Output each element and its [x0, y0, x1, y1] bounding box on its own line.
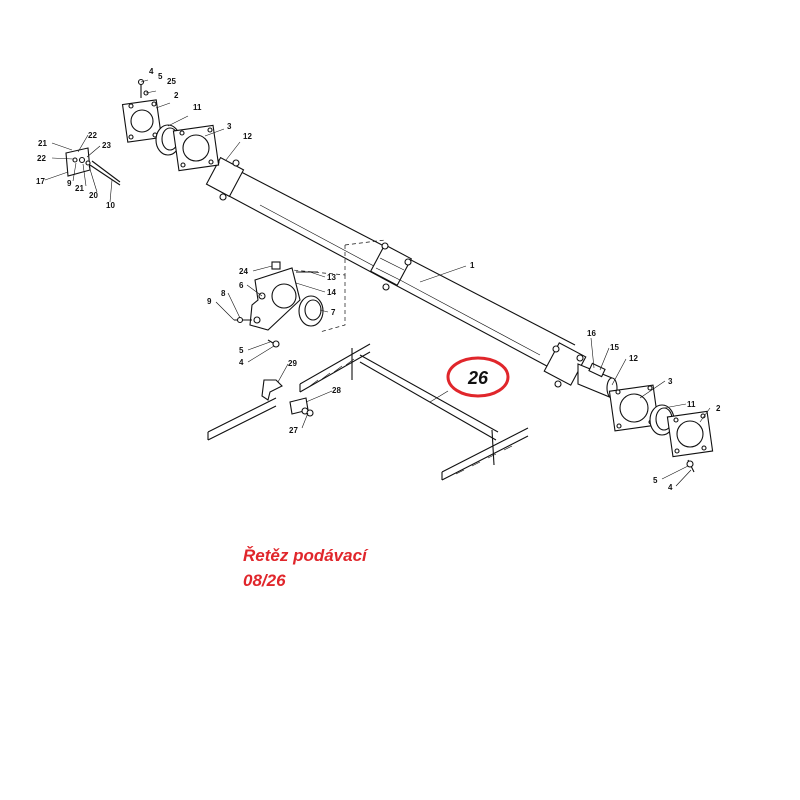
label-24: 24: [239, 267, 248, 276]
label-11: 11: [687, 400, 696, 409]
label-22: 22: [88, 131, 97, 140]
label-21: 21: [75, 184, 84, 193]
callout-number: 26: [467, 368, 489, 388]
label-16: 16: [587, 329, 596, 338]
label-7: 7: [331, 308, 336, 317]
tensioner-group: [65, 147, 121, 186]
label-10: 10: [106, 201, 115, 210]
label-20: 20: [89, 191, 98, 200]
right-bearing-group: [608, 384, 714, 473]
label-6: 6: [239, 281, 244, 290]
label-9: 9: [67, 179, 72, 188]
label-4: 4: [239, 358, 244, 367]
label-14: 14: [327, 288, 336, 297]
label-2: 2: [174, 91, 179, 100]
label-25: 25: [167, 77, 176, 86]
label-22: 22: [37, 154, 46, 163]
part-reference: 08/26: [243, 571, 286, 590]
label-29: 29: [288, 359, 297, 368]
label-27: 27: [289, 426, 298, 435]
main-shaft: [205, 156, 618, 399]
label-8: 8: [221, 289, 226, 298]
part-labels: 4 5 25 2 11 3 12 21 22 23 22 17 9 21 20 …: [36, 67, 721, 492]
left-bearing-group: [121, 78, 220, 172]
label-21: 21: [38, 139, 47, 148]
feeder-chain: [207, 343, 529, 481]
label-4: 4: [149, 67, 154, 76]
label-17: 17: [36, 177, 45, 186]
label-12: 12: [629, 354, 638, 363]
part-description: Řetěz podávací: [243, 546, 367, 565]
label-11: 11: [193, 103, 202, 112]
label-9: 9: [207, 297, 212, 306]
label-5: 5: [239, 346, 244, 355]
label-5: 5: [158, 72, 163, 81]
leader-lines: [44, 79, 711, 487]
label-13: 13: [327, 273, 336, 282]
label-2: 2: [716, 404, 721, 413]
label-3: 3: [668, 377, 673, 386]
label-23: 23: [102, 141, 111, 150]
label-4: 4: [668, 483, 673, 492]
label-12: 12: [243, 132, 252, 141]
callout-26: 26: [446, 356, 510, 398]
label-15: 15: [610, 343, 619, 352]
label-5: 5: [653, 476, 658, 485]
label-1: 1: [470, 261, 475, 270]
label-3: 3: [227, 122, 232, 131]
label-28: 28: [332, 386, 341, 395]
callout-ring: [446, 356, 510, 398]
